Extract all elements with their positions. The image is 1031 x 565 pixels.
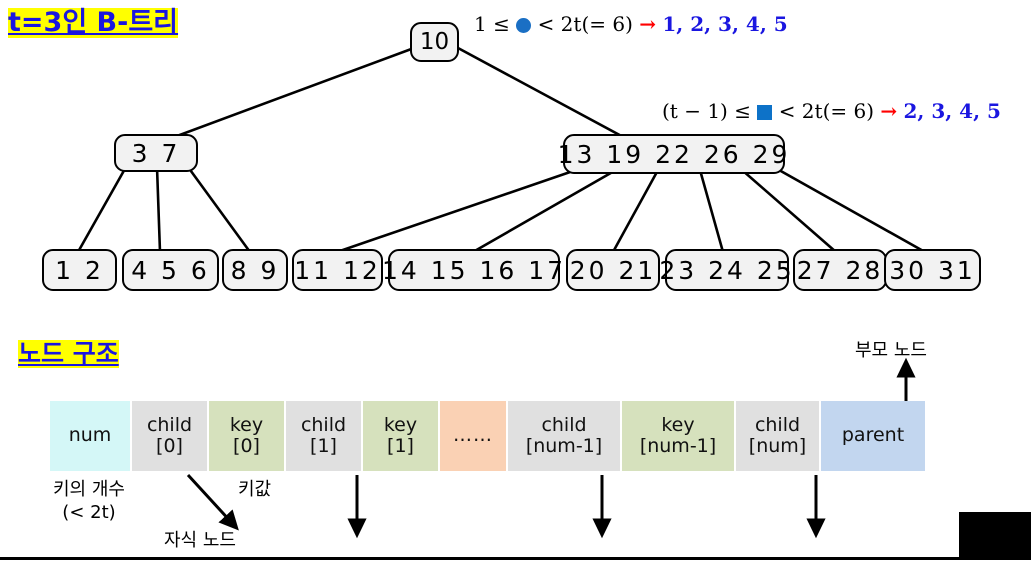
tree-leaf-8[interactable]: 30 31 xyxy=(884,249,981,291)
struct-cell-ellipsis: …… xyxy=(440,401,506,471)
edge-root-left xyxy=(148,46,416,148)
struct-cell-key-0-l2: [0] xyxy=(233,435,260,457)
struct-cell-key-0-l1: key xyxy=(229,413,264,436)
formula-internal-result: 2, 3, 4, 5 xyxy=(903,99,1001,123)
annotation-num-keys: 키의 개수 (< 2t) xyxy=(53,479,125,524)
arrow-child0-to-label xyxy=(186,473,239,531)
edge-left-c0 xyxy=(76,165,128,254)
formula-root-lhs: 1 ≤ xyxy=(474,12,510,36)
tree-leaf-6[interactable]: 23 24 25 xyxy=(659,249,792,291)
struct-cell-key-1-l2: [1] xyxy=(387,435,414,457)
edge-right-c2 xyxy=(611,168,660,254)
struct-cell-child-num[interactable]: child [num] xyxy=(736,401,819,471)
annotation-parent-node-text: 부모 노드 xyxy=(855,340,927,361)
struct-cell-key-1[interactable]: key [1] xyxy=(363,401,438,471)
tree-leaf-7[interactable]: 27 28 xyxy=(793,249,887,291)
annotation-num-keys-l2: (< 2t) xyxy=(62,501,116,523)
struct-cell-child-1-l2: [1] xyxy=(310,435,337,457)
tree-node-internal-right-label: 13 19 22 26 29 xyxy=(557,139,791,169)
formula-root-rule: 1 ≤ < 2t(= 6) → 1, 2, 3, 4, 5 xyxy=(474,14,788,34)
tree-leaf-3[interactable]: 11 12 xyxy=(292,249,383,291)
struct-cell-child-0-l1: child xyxy=(146,413,193,436)
annotation-parent-node: 부모 노드 xyxy=(855,340,927,363)
annotation-child-node: 자식 노드 xyxy=(164,530,236,553)
struct-cell-num-l1: num xyxy=(68,424,112,447)
struct-cell-child-numminus1[interactable]: child [num-1] xyxy=(508,401,620,471)
struct-cell-ellipsis-l1: …… xyxy=(453,424,493,447)
edge-right-c3 xyxy=(698,168,725,254)
tree-leaf-6-label: 23 24 25 xyxy=(659,255,795,285)
struct-cell-child-num-l1: child xyxy=(754,413,801,436)
node-structure-title-text: 노드 구조 xyxy=(18,339,119,368)
edge-root-right xyxy=(456,46,642,148)
blue-circle-icon xyxy=(516,18,532,33)
tree-leaf-0[interactable]: 1 2 xyxy=(42,249,117,291)
node-structure-strip: num child [0] key [0] child [1] key [1] … xyxy=(50,401,925,471)
edge-left-c2 xyxy=(186,165,252,254)
formula-internal-rule: (t − 1) ≤ < 2t(= 6) → 2, 3, 4, 5 xyxy=(662,101,1001,121)
page-title: t=3인 B-트리 xyxy=(8,7,179,38)
tree-node-internal-right[interactable]: 13 19 22 26 29 xyxy=(558,134,787,174)
formula-internal-mid: < 2t(= 6) xyxy=(778,99,875,123)
struct-cell-parent[interactable]: parent xyxy=(821,401,925,471)
red-arrow-icon-2: → xyxy=(880,99,898,123)
struct-cell-num[interactable]: num xyxy=(50,401,130,471)
tree-node-root-label: 10 xyxy=(419,29,450,55)
struct-cell-parent-l1: parent xyxy=(841,424,905,447)
tree-node-root[interactable]: 10 xyxy=(410,22,459,62)
formula-internal-lhs: (t − 1) ≤ xyxy=(662,99,751,123)
struct-cell-child-1[interactable]: child [1] xyxy=(286,401,361,471)
annotation-num-keys-l1: 키의 개수 xyxy=(53,479,125,500)
tree-leaf-1-label: 4 5 6 xyxy=(131,255,210,285)
struct-cell-key-0[interactable]: key [0] xyxy=(209,401,284,471)
edge-left-c1 xyxy=(155,165,162,254)
tree-leaf-4-label: 14 15 16 17 xyxy=(381,255,567,285)
struct-cell-child-numminus1-l1: child xyxy=(541,413,587,436)
struct-cell-child-0-l2: [0] xyxy=(156,435,183,457)
edge-right-c4 xyxy=(740,168,838,254)
tree-node-internal-left-label: 3 7 xyxy=(131,138,181,168)
page-title-text: t=3인 B-트리 xyxy=(8,7,179,38)
bottom-divider xyxy=(0,557,1031,560)
tree-leaf-3-label: 11 12 xyxy=(294,255,381,285)
tree-node-internal-left[interactable]: 3 7 xyxy=(114,134,198,172)
annotation-key-value: 키값 xyxy=(238,479,271,502)
annotation-child-node-text: 자식 노드 xyxy=(164,530,236,551)
edge-right-c1 xyxy=(471,168,618,254)
struct-cell-key-numminus1-l2: [num-1] xyxy=(639,435,717,457)
struct-cell-child-1-l1: child xyxy=(300,413,347,436)
tree-leaf-8-label: 30 31 xyxy=(889,255,976,285)
bottom-right-black-block xyxy=(959,512,1031,558)
tree-leaf-2-label: 8 9 xyxy=(230,255,280,285)
struct-cell-child-num-l2: [num] xyxy=(748,435,807,457)
struct-cell-key-1-l1: key xyxy=(383,413,418,436)
tree-leaf-5-label: 20 21 xyxy=(569,255,657,285)
annotation-key-value-text: 키값 xyxy=(238,479,272,500)
formula-root-mid: < 2t(= 6) xyxy=(537,12,633,36)
tree-leaf-2[interactable]: 8 9 xyxy=(222,249,288,291)
tree-leaf-5[interactable]: 20 21 xyxy=(566,249,660,291)
tree-leaf-7-label: 27 28 xyxy=(796,255,884,285)
formula-root-result: 1, 2, 3, 4, 5 xyxy=(662,12,788,36)
tree-leaf-1[interactable]: 4 5 6 xyxy=(122,249,219,291)
struct-cell-key-numminus1[interactable]: key [num-1] xyxy=(622,401,734,471)
red-arrow-icon: → xyxy=(639,12,657,36)
struct-cell-child-numminus1-l2: [num-1] xyxy=(525,435,603,457)
node-structure-title: 노드 구조 xyxy=(18,340,119,368)
struct-cell-key-numminus1-l1: key xyxy=(661,413,695,436)
struct-cell-child-0[interactable]: child [0] xyxy=(132,401,207,471)
edge-right-c0 xyxy=(335,168,578,254)
tree-leaf-0-label: 1 2 xyxy=(55,255,104,285)
tree-edges xyxy=(76,46,927,254)
blue-square-icon xyxy=(757,105,773,120)
edge-right-c5 xyxy=(777,168,927,254)
tree-leaf-4[interactable]: 14 15 16 17 xyxy=(382,249,563,291)
